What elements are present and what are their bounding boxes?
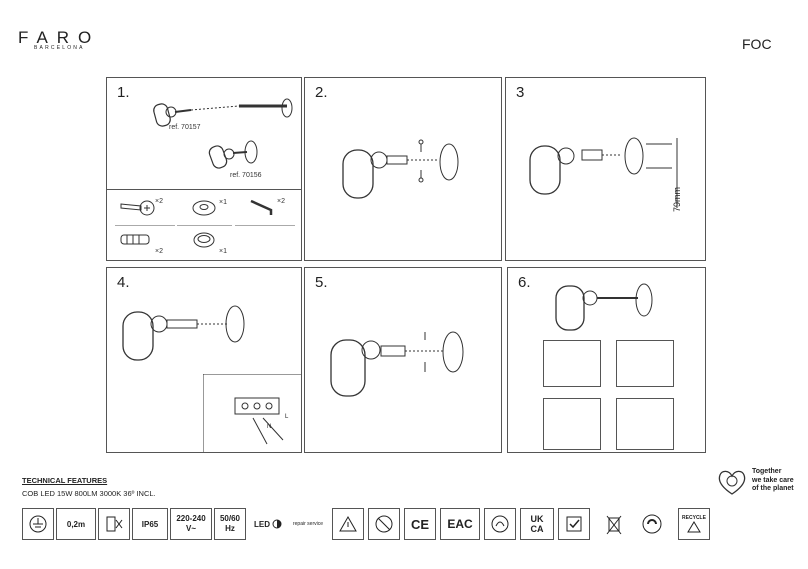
- eco-line: we take care: [752, 476, 794, 484]
- detail-box: [616, 340, 674, 387]
- recycle-badge: RECYCLE: [678, 508, 710, 540]
- recycle-label: RECYCLE: [682, 515, 706, 521]
- voltage-unit: V~: [185, 524, 196, 533]
- wiring-assembly-illustration: [122, 305, 245, 361]
- nut-quantity: ×1: [219, 199, 227, 206]
- parts-divider-row: [235, 225, 295, 226]
- led-label: LED: [254, 519, 270, 529]
- cable-length-label: 0,2m: [66, 519, 86, 529]
- ring-quantity: ×1: [219, 248, 227, 255]
- adjustment-illustration: [555, 283, 653, 331]
- final-assembly-illustration: [330, 331, 464, 397]
- planet-heart-icon: [718, 470, 746, 495]
- model-name: FOC: [742, 36, 772, 52]
- step-number: 5.: [315, 274, 328, 291]
- repair-service-badge: repair service: [288, 508, 328, 540]
- frequency-unit: Hz: [225, 524, 235, 533]
- weee-bin-icon: [598, 508, 630, 540]
- repair-service-label: repair service: [292, 521, 323, 527]
- ground-icon: [22, 508, 54, 540]
- ring-icon: [193, 232, 215, 248]
- not-for-recessed-icon: [484, 508, 516, 540]
- no-cover-icon: [368, 508, 400, 540]
- key-quantity: ×2: [277, 198, 285, 205]
- led-badge: LED: [250, 508, 286, 540]
- step-number: 1.: [117, 84, 130, 101]
- nut-icon: [192, 200, 216, 216]
- reference-label-b: ref. 70156: [230, 172, 262, 179]
- detail-box: [616, 398, 674, 450]
- voltage-label: 220-240: [176, 514, 206, 523]
- step-panel-3: 3 79mm: [505, 77, 706, 261]
- technical-features-title: TECHNICAL FEATURES: [22, 476, 108, 485]
- dimension-label: 79mm: [672, 186, 682, 212]
- green-dot-icon: [636, 508, 668, 540]
- wall-mount-illustration: [529, 137, 678, 208]
- eco-line: of the planet: [752, 485, 794, 492]
- brand-subtitle: BARCELONA: [34, 45, 85, 51]
- step-number: 3: [516, 84, 525, 101]
- eac-mark-label: EAC: [447, 517, 473, 531]
- exploded-assembly-illustration: [342, 139, 459, 199]
- parts-divider: [107, 189, 301, 190]
- step-panel-1: 1. ref. 70157 ref. 70156 ×2 ×1 ×2 ×2: [106, 77, 302, 261]
- spotlight-with-arm-illustration: [153, 98, 293, 127]
- voltage-badge: 220-240 V~: [170, 508, 212, 540]
- wire-label-neutral: N: [267, 424, 272, 430]
- cable-length-badge: 0,2m: [56, 508, 96, 540]
- eco-line: Together: [752, 468, 782, 475]
- wall-plug-icon: [120, 234, 150, 245]
- recycle-icon: [687, 521, 701, 533]
- ce-mark-label: CE: [410, 516, 430, 532]
- ip-rating-badge: IP65: [132, 508, 168, 540]
- reference-label-a: ref. 70157: [169, 124, 201, 131]
- ip-rating-label: IP65: [141, 519, 159, 529]
- check-approval-icon: [558, 508, 590, 540]
- frequency-badge: 50/60 Hz: [214, 508, 246, 540]
- allen-key-icon: [250, 199, 273, 215]
- step-number: 4.: [117, 274, 130, 291]
- spotlight-short-illustration: [208, 140, 258, 169]
- no-insulation-icon: [98, 508, 130, 540]
- technical-features-text: COB LED 15W 800LM 3000K 36º INCL.: [22, 489, 156, 498]
- parts-divider-row: [115, 225, 175, 226]
- ce-mark-badge: CE: [404, 508, 436, 540]
- brand-logo: FARO: [18, 28, 101, 47]
- ukca-line: CA: [530, 524, 544, 534]
- parts-divider-row: [177, 225, 232, 226]
- frequency-label: 50/60: [219, 514, 241, 523]
- screw-quantity: ×2: [155, 198, 163, 205]
- step-number: 2.: [315, 84, 328, 101]
- led-half-circle-icon: [272, 519, 282, 529]
- terminal-block-detail: [203, 374, 301, 452]
- eac-mark-badge: EAC: [440, 508, 480, 540]
- plug-quantity: ×2: [155, 248, 163, 255]
- eco-message: Together we take care of the planet: [752, 468, 794, 494]
- detail-box: [543, 398, 601, 450]
- ukca-mark-badge: UK CA: [520, 508, 554, 540]
- detail-box: [543, 340, 601, 387]
- esd-warning-icon: [332, 508, 364, 540]
- step-panel-6: 6.: [507, 267, 706, 453]
- step-panel-2: 2.: [304, 77, 502, 261]
- screw-icon: [120, 200, 155, 216]
- step-panel-4: 4. N L: [106, 267, 302, 453]
- ukca-line: UK: [530, 514, 544, 524]
- step-number: 6.: [518, 274, 531, 291]
- wire-label-live: L: [285, 414, 289, 420]
- step-panel-5: 5.: [304, 267, 502, 453]
